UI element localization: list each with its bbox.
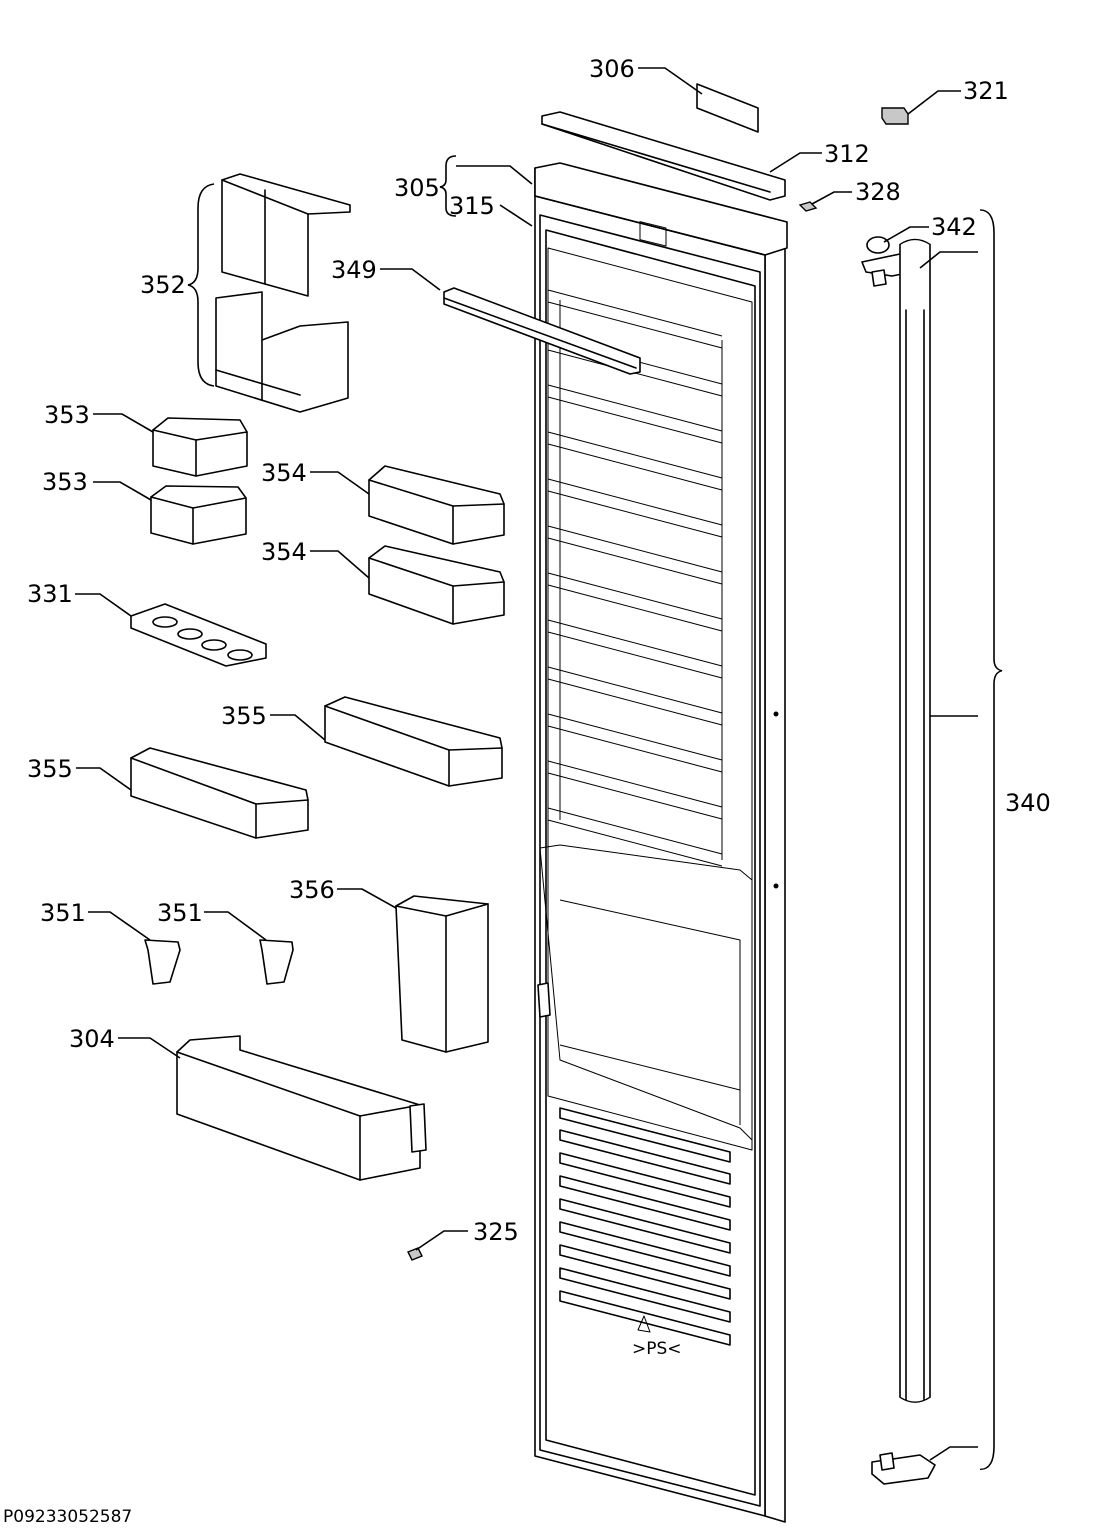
clip-351-b (259, 939, 294, 985)
label-355-a: 355 (221, 702, 267, 730)
hinge-bottom (871, 1452, 936, 1485)
label-354-b: 354 (261, 538, 307, 566)
bin-356 (395, 895, 489, 1053)
tray-355-b (130, 747, 309, 839)
label-312: 312 (824, 140, 870, 168)
label-354-a: 354 (261, 459, 307, 487)
label-305: 305 (394, 174, 440, 202)
clip-351-a (144, 939, 181, 985)
bin-353-a (152, 417, 248, 477)
label-342: 342 (931, 213, 977, 241)
door-gasket-340 (899, 238, 931, 1403)
label-340: 340 (1005, 789, 1051, 817)
bar-349 (443, 287, 641, 375)
label-331: 331 (27, 580, 73, 608)
bin-354-a (368, 465, 505, 545)
leader-lines (75, 67, 1003, 1471)
label-321: 321 (963, 77, 1009, 105)
label-304: 304 (69, 1025, 115, 1053)
box-352-base (215, 291, 349, 413)
label-356: 356 (289, 876, 335, 904)
diagram-code: P09233052587 (3, 1507, 132, 1527)
label-349: 349 (331, 256, 377, 284)
bottle-shelf-304 (176, 1035, 427, 1181)
door-panel: >PS< (534, 162, 788, 1523)
tray-355-a (324, 696, 503, 787)
label-353-b: 353 (42, 468, 88, 496)
bin-354-b (368, 545, 505, 625)
label-355-b: 355 (27, 755, 73, 783)
part-328 (798, 201, 818, 212)
door-recycle-mark: >PS< (632, 1339, 682, 1359)
label-351-a: 351 (40, 899, 86, 927)
plate-306 (696, 83, 759, 133)
label-352: 352 (140, 271, 186, 299)
bin-353-b (150, 485, 247, 545)
label-353-a: 353 (44, 401, 90, 429)
label-351-b: 351 (157, 899, 203, 927)
label-325: 325 (473, 1218, 519, 1246)
label-306: 306 (589, 55, 635, 83)
label-328: 328 (855, 178, 901, 206)
screw-325 (407, 1247, 423, 1261)
box-352-lid (221, 173, 351, 297)
egg-tray-331 (130, 603, 267, 667)
part-321-block (881, 107, 909, 125)
label-315: 315 (449, 192, 495, 220)
